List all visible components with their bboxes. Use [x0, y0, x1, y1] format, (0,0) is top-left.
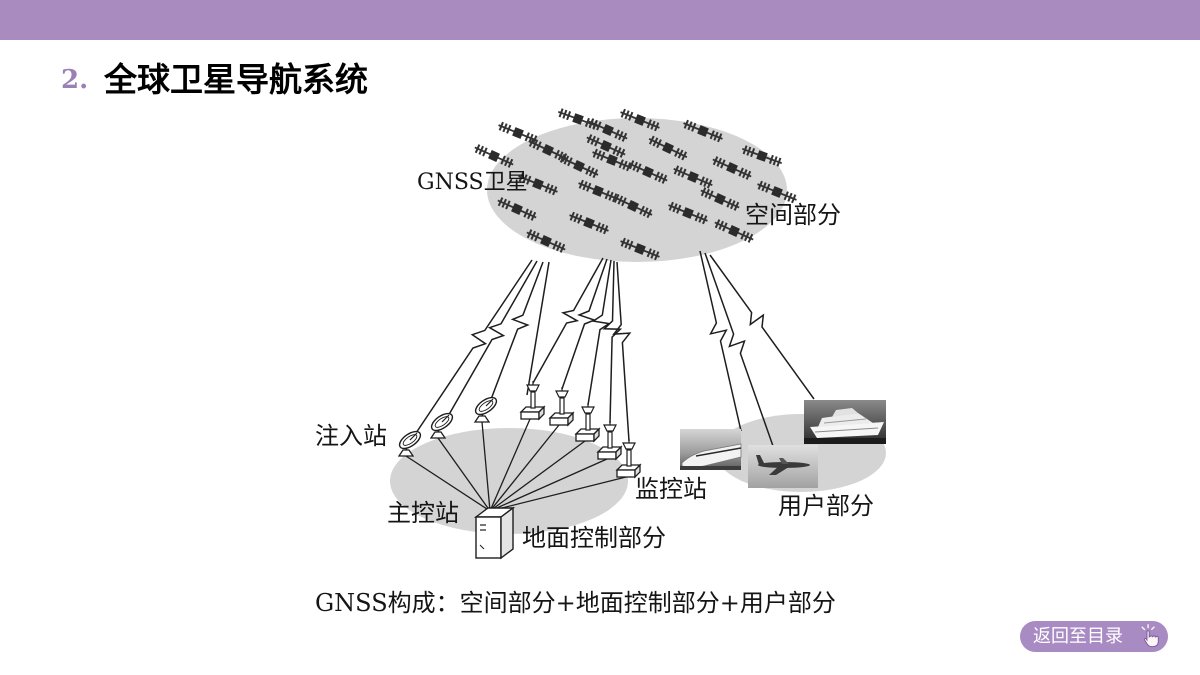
- dish-antenna-icon: [429, 412, 454, 439]
- satellite-icon: [497, 197, 537, 221]
- control-link: [489, 440, 586, 512]
- back-button-label: 返回至目录: [1033, 626, 1123, 647]
- control-link: [437, 437, 491, 512]
- control-link: [405, 455, 491, 512]
- satellite-icon: [700, 187, 740, 211]
- signal-links-layer: [413, 250, 815, 447]
- control-link: [489, 418, 531, 512]
- satellite-icon: [620, 237, 660, 261]
- satellite-icon: [569, 211, 609, 235]
- signal-link: [561, 258, 608, 390]
- satellite-icon: [518, 172, 558, 196]
- satellite-icon: [741, 145, 783, 167]
- satellite-icon: [588, 118, 628, 142]
- signal-link: [532, 257, 604, 384]
- dish-antenna-icon: [473, 396, 498, 423]
- dish-antenna-icon: [397, 430, 422, 457]
- satellite-icon: [586, 134, 626, 158]
- hand-pointer-icon: [1141, 624, 1159, 648]
- control-link: [489, 458, 608, 512]
- signal-link: [526, 261, 550, 396]
- satellite-icon: [648, 135, 688, 161]
- satellite-icon: [683, 119, 723, 143]
- control-building-icon: [473, 506, 516, 560]
- control-link: [481, 421, 491, 512]
- airplane-image: [748, 445, 818, 488]
- monitor-station-icon: [615, 439, 642, 479]
- signal-link: [602, 260, 623, 424]
- satellite-icon: [528, 137, 568, 163]
- page-title: 全球卫星导航系统: [104, 60, 368, 99]
- satellite-icon: [673, 165, 713, 189]
- user-devices-layer: [680, 400, 886, 488]
- satellite-icon: [498, 121, 538, 145]
- control-link: [489, 476, 627, 512]
- label-monitor-station: 监控站: [635, 475, 707, 503]
- satellite-icon: [592, 148, 632, 172]
- monitor-station-icon: [519, 381, 546, 421]
- signal-link: [587, 259, 612, 406]
- label-injection-station: 注入站: [315, 422, 387, 450]
- satellites-layer: [474, 108, 797, 261]
- label-gnss-satellites: GNSS卫星: [417, 170, 528, 195]
- top-bar: [0, 0, 1200, 40]
- label-space-segment: 空间部分: [745, 201, 841, 229]
- back-to-contents-button[interactable]: 返回至目录: [1020, 621, 1168, 652]
- signal-link: [709, 254, 815, 400]
- control-links-layer: [405, 418, 627, 512]
- signal-link: [446, 260, 538, 419]
- satellite-icon: [613, 193, 653, 219]
- ground-stations-layer: [397, 381, 642, 560]
- satellite-icon: [559, 153, 599, 179]
- monitor-station-icon: [574, 403, 601, 443]
- satellite-icon: [620, 108, 660, 132]
- signal-link: [699, 250, 742, 432]
- diagram-caption: GNSS构成：空间部分+地面控制部分+用户部分: [315, 589, 836, 617]
- satellite-icon: [578, 179, 618, 203]
- train-image: [680, 429, 742, 470]
- satellite-icon: [668, 201, 708, 225]
- signal-link: [704, 252, 774, 447]
- satellite-icon: [757, 180, 797, 204]
- signal-link: [612, 261, 632, 442]
- label-master-control-station: 主控站: [387, 499, 459, 527]
- signal-link: [489, 261, 544, 403]
- monitor-station-icon: [548, 387, 575, 427]
- control-link: [489, 424, 560, 512]
- satellite-icon: [474, 144, 514, 168]
- label-ground-control-segment: 地面控制部分: [522, 524, 666, 552]
- satellite-icon: [526, 229, 566, 253]
- satellite-icon: [628, 160, 668, 184]
- section-number: 2.: [61, 65, 89, 95]
- label-user-segment: 用户部分: [778, 492, 874, 520]
- ship-image: [804, 400, 886, 444]
- monitor-station-icon: [596, 421, 623, 461]
- signal-link: [413, 259, 533, 437]
- satellite-icon: [714, 219, 754, 243]
- satellite-icon: [712, 156, 752, 180]
